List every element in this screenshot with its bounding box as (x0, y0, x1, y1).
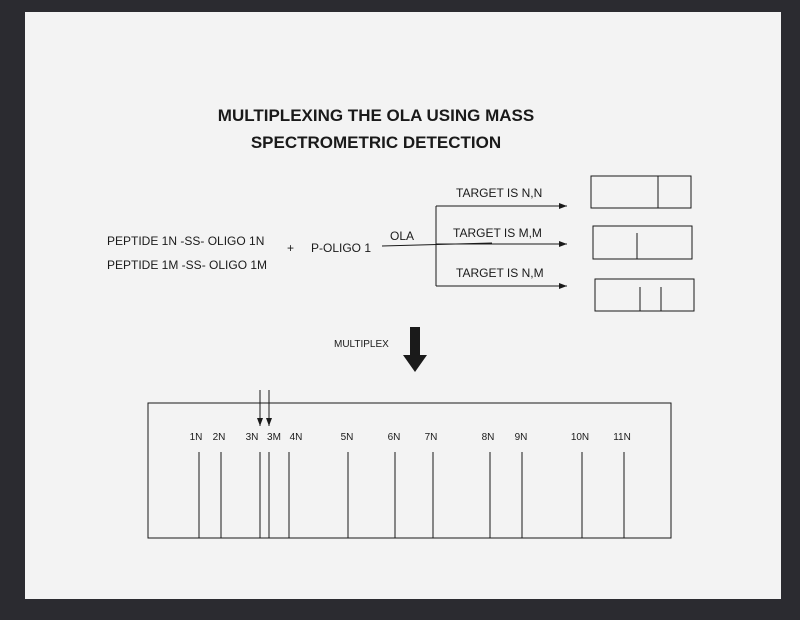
ola-label: OLA (390, 229, 414, 243)
plus-sign: + (287, 241, 294, 255)
peptide-m-label: PEPTIDE 1M -SS- OLIGO 1M (107, 258, 267, 272)
outcome-spectra (590, 175, 695, 312)
multiplex-spectrum-box (147, 402, 672, 539)
peptide-n-label: PEPTIDE 1N -SS- OLIGO 1N (107, 234, 264, 248)
peak-label-10N: 10N (571, 432, 589, 443)
peak-label-4N: 4N (290, 432, 303, 443)
outcome-label-3: TARGET IS N,M (456, 266, 544, 280)
multiplex-peaks: 1N 2N 3N 3M 4N 5N 6N 7N 8N 9N 10N 11N (190, 390, 631, 538)
outcome-label-1: TARGET IS N,N (456, 186, 542, 200)
peak-label-9N: 9N (515, 432, 528, 443)
spectrum-box-nn (590, 175, 692, 209)
peak-label-6N: 6N (388, 432, 401, 443)
reaction-arrows (381, 203, 567, 289)
peak-label-8N: 8N (482, 432, 495, 443)
spectrum-box-mm (592, 225, 693, 260)
spectrum-box-nm (594, 278, 695, 312)
peak-label-3M: 3M (267, 432, 281, 443)
multiplex-label: MULTIPLEX (334, 339, 389, 350)
peak-label-1N: 1N (190, 432, 203, 443)
peak-label-2N: 2N (213, 432, 226, 443)
paper-sheet (25, 12, 781, 599)
title-line-1: MULTIPLEXING THE OLA USING MASS (218, 106, 534, 125)
outcome-label-2: TARGET IS M,M (453, 226, 542, 240)
peak-label-5N: 5N (341, 432, 354, 443)
title-line-2: SPECTROMETRIC DETECTION (251, 133, 501, 152)
p-oligo-label: P-OLIGO 1 (311, 241, 371, 255)
peak-label-7N: 7N (425, 432, 438, 443)
peak-label-11N: 11N (613, 432, 631, 443)
multiplex-down-arrow-icon (403, 327, 427, 372)
peak-label-3N: 3N (246, 432, 259, 443)
